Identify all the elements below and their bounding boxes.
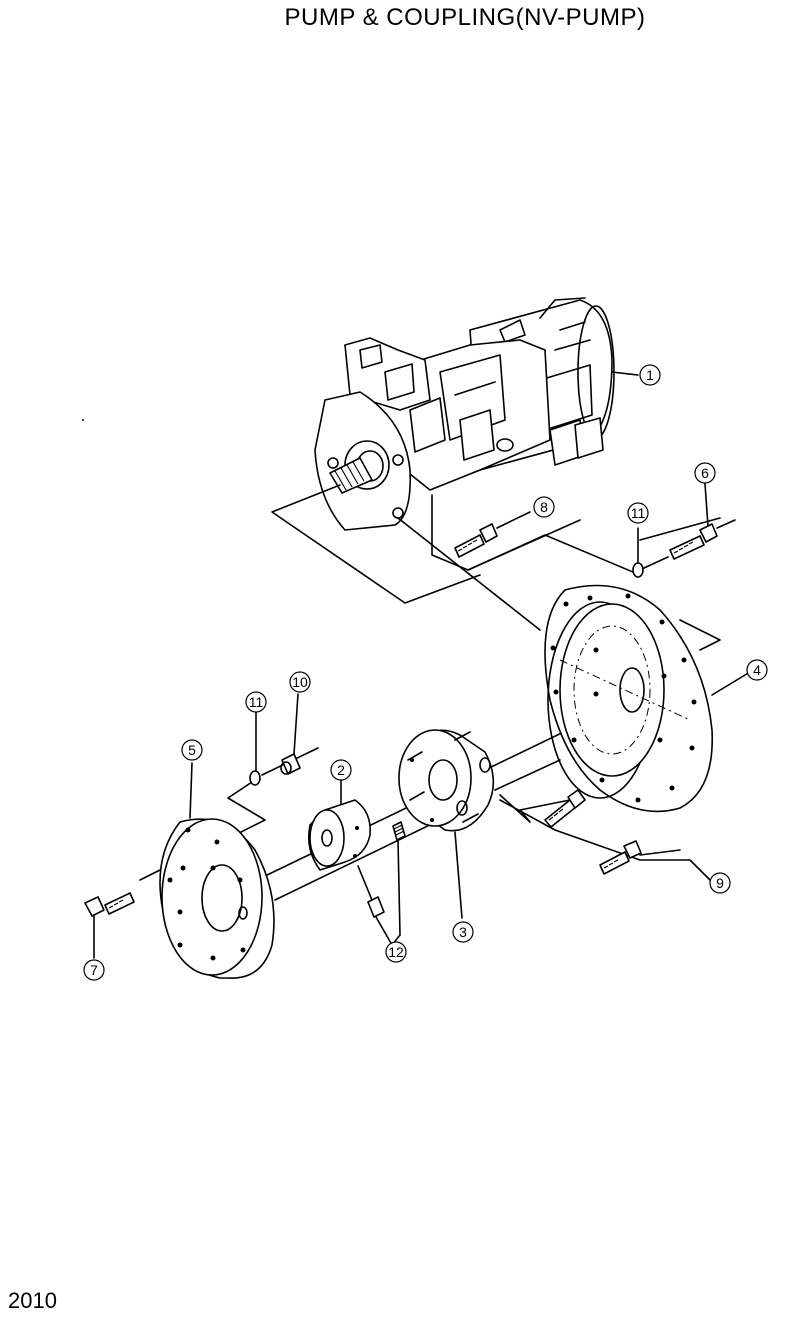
callout-8-label: 8 [540, 499, 548, 515]
pump-assembly [314, 297, 615, 531]
callout-3: 3 [452, 921, 474, 943]
callout-5-label: 5 [188, 742, 196, 758]
flywheel-housing-4 [544, 584, 751, 813]
callout-4: 4 [746, 659, 768, 681]
flange-plate-5 [159, 762, 275, 979]
page-title: PUMP & COUPLING(NV-PUMP) [284, 4, 646, 31]
callout-10-label: 10 [292, 674, 308, 690]
washer-11-right [632, 527, 669, 578]
callout-9: 9 [709, 872, 731, 894]
callout-1-label: 1 [646, 367, 654, 383]
coupling-hub-2 [307, 779, 372, 871]
callout-11-left: 11 [245, 691, 267, 713]
callout-1: 1 [611, 364, 661, 386]
callout-12: 12 [385, 941, 407, 963]
callout-12-label: 12 [388, 944, 404, 960]
callout-9-label: 9 [716, 875, 724, 891]
bolt-9-upper [544, 789, 586, 828]
page-number: 2010 [8, 1288, 57, 1313]
callout-3-label: 3 [459, 924, 467, 940]
callout-11-right: 11 [627, 502, 649, 524]
bolt-9-lower [599, 840, 642, 875]
callout-10: 10 [289, 671, 311, 693]
callout-8: 8 [533, 496, 555, 518]
callout-5: 5 [181, 739, 203, 761]
callout-11-right-label: 11 [631, 505, 646, 521]
callout-2: 2 [330, 759, 352, 781]
callout-2-label: 2 [337, 762, 345, 778]
callout-4-label: 4 [753, 662, 761, 678]
callout-6-label: 6 [701, 465, 709, 481]
elastic-coupling-3 [398, 729, 495, 919]
bolt-7 [84, 892, 135, 959]
callout-7-label: 7 [90, 962, 98, 978]
callout-11-left-label: 11 [249, 694, 264, 710]
washer-11-left [249, 711, 261, 786]
bolt-6 [669, 483, 736, 560]
callout-7: 7 [83, 959, 105, 981]
nut-10 [280, 693, 301, 775]
bolt-8 [454, 511, 531, 558]
callout-6: 6 [694, 462, 716, 484]
